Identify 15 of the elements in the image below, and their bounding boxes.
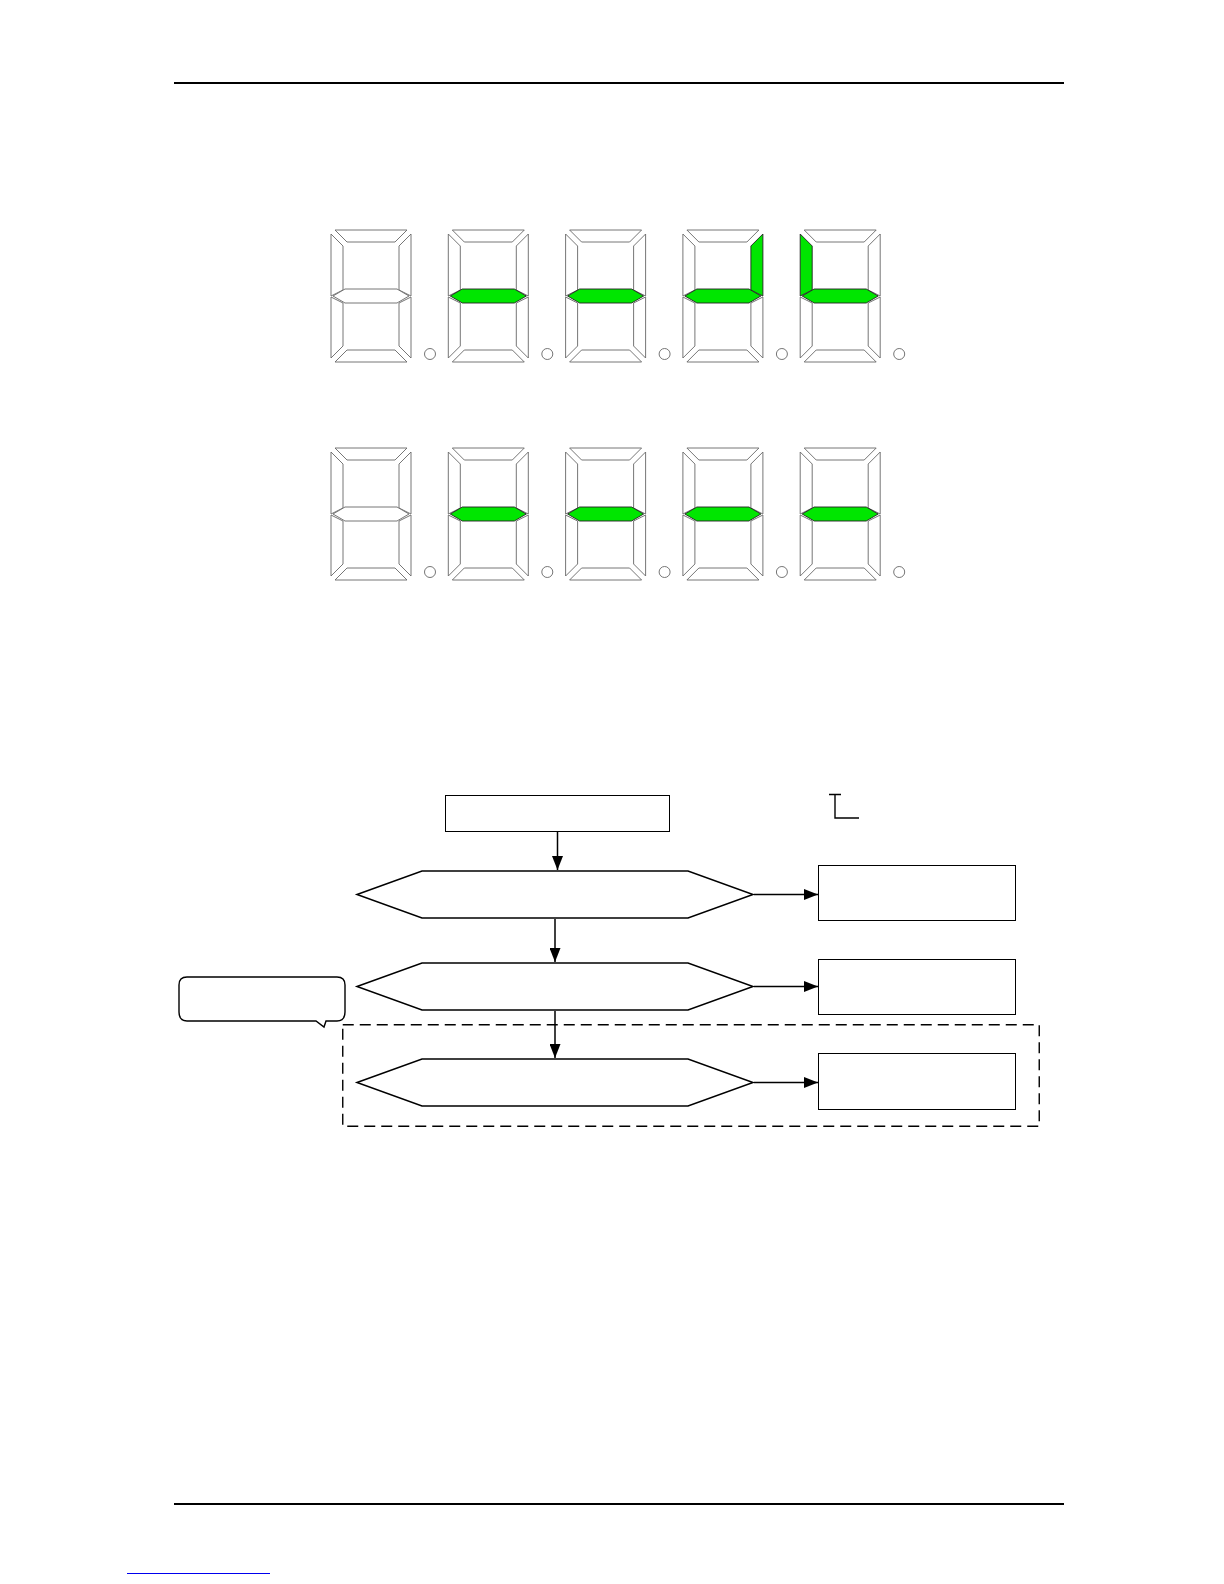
arrow bbox=[552, 831, 563, 871]
arrow bbox=[753, 1077, 819, 1088]
decision-hexagon bbox=[356, 962, 754, 1011]
process-box bbox=[818, 865, 1016, 921]
decision-hexagon bbox=[356, 1058, 754, 1107]
arrow bbox=[753, 889, 819, 900]
dashed-frame bbox=[342, 1024, 1040, 1127]
process-box bbox=[445, 795, 670, 832]
decision-hexagon bbox=[356, 870, 754, 919]
speech-bubble bbox=[178, 976, 346, 1028]
arrow bbox=[549, 1010, 561, 1059]
process-box bbox=[818, 959, 1016, 1015]
arrow bbox=[753, 981, 819, 992]
process-box bbox=[818, 1053, 1016, 1110]
arrow bbox=[549, 918, 561, 963]
